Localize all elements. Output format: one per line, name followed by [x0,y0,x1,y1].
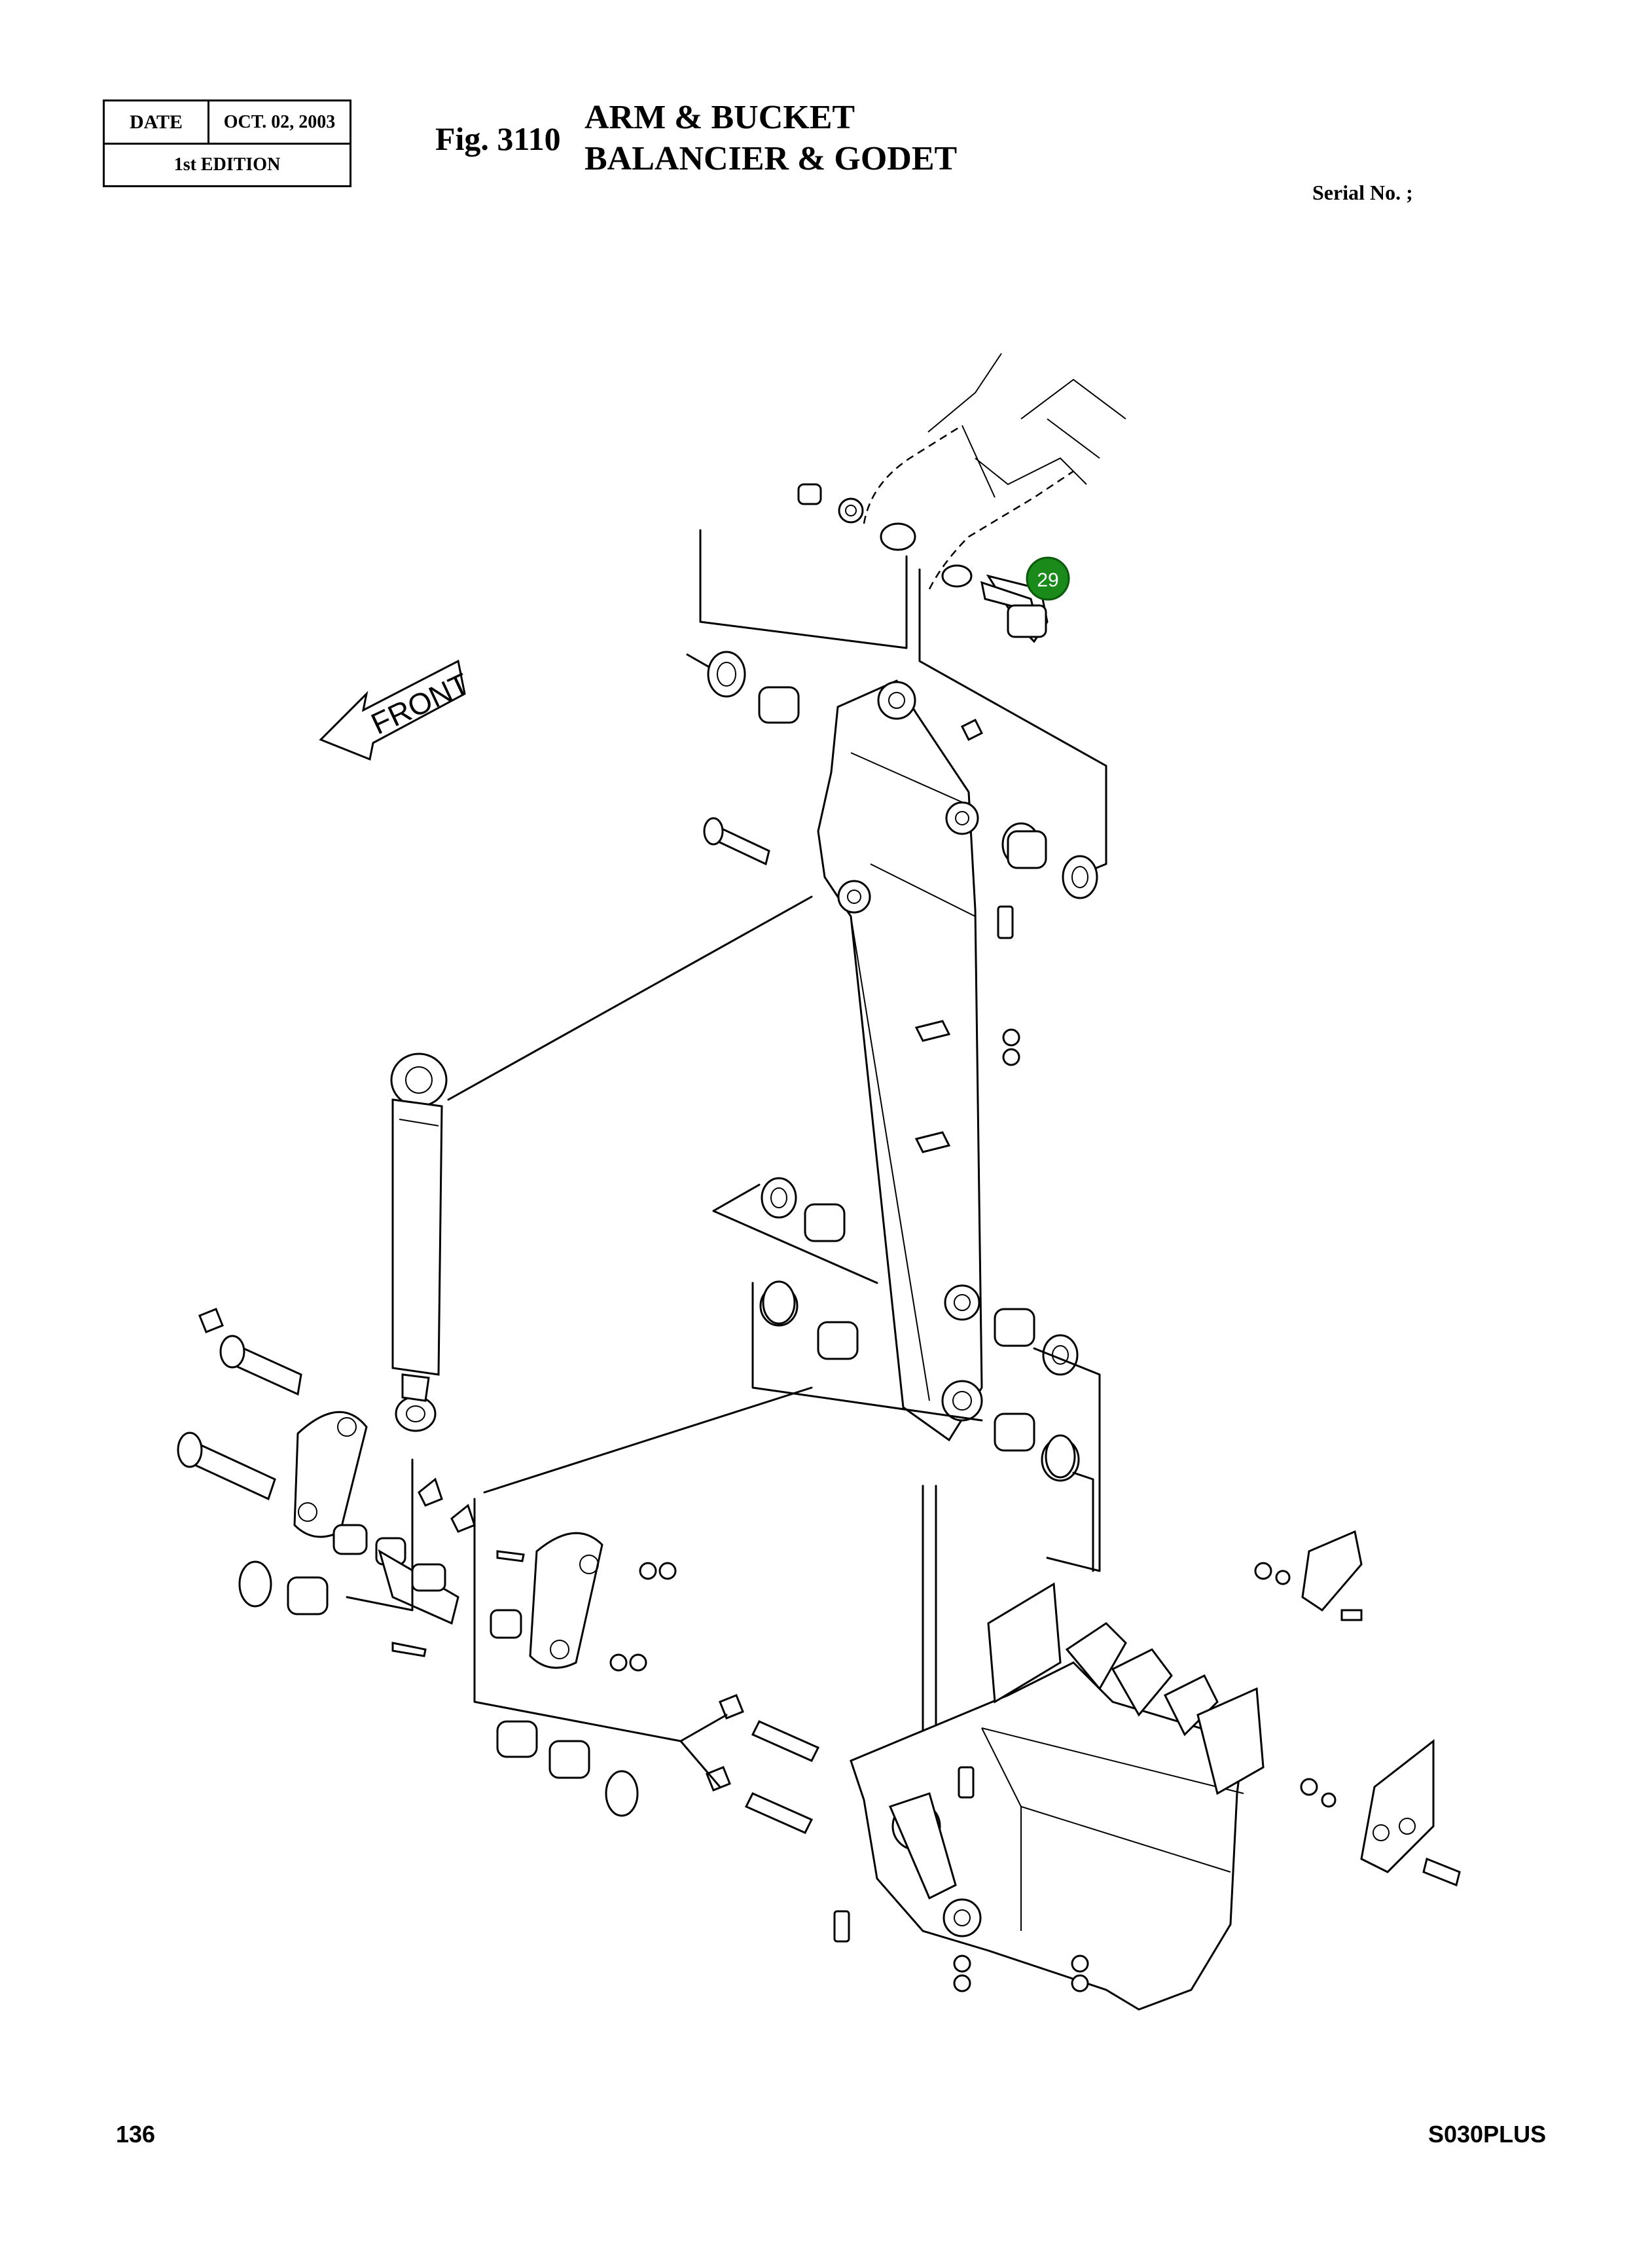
figure-number: Fig. 3110 [435,120,561,157]
model-name: S030PLUS [1428,2121,1547,2148]
bucket [850,1582,1265,2011]
callout-29: 29 [1026,556,1070,601]
o-rings [238,1280,1076,1817]
arm-pin [703,817,770,866]
edition-label: 1st EDITION [173,154,281,175]
reference-frame-lower [346,1386,937,1821]
front-label: FRONT [366,666,475,741]
page-number: 136 [116,2121,156,2148]
serial-number-label: Serial No. ; [1312,181,1413,204]
bucket-pins [679,1694,1089,1992]
arm [817,679,983,1442]
arm-top-bushings [707,651,1098,899]
date-row: DATE OCT. 02, 2003 [105,101,350,145]
figure-title-en: ARM & BUCKET [584,99,855,136]
figure-title-fr: BALANCIER & GODET [584,140,958,177]
arm-fasteners [960,718,1020,1066]
bucket-cylinder [390,1053,448,1432]
side-cutters [1254,1530,1461,1887]
cylinder-reference-line [447,895,813,1101]
boom-end [863,353,1126,590]
date-value: OCT. 02, 2003 [223,111,336,132]
link-assembly [177,1308,677,1672]
arm-bottom-bushings [994,1308,1101,1572]
edition-box: DATE OCT. 02, 2003 1st EDITION [103,99,351,187]
date-label: DATE [105,101,209,143]
callout-label: 29 [1037,569,1058,591]
front-direction-arrow: FRONT [319,659,475,761]
boom-pin-hardware [797,483,1049,643]
